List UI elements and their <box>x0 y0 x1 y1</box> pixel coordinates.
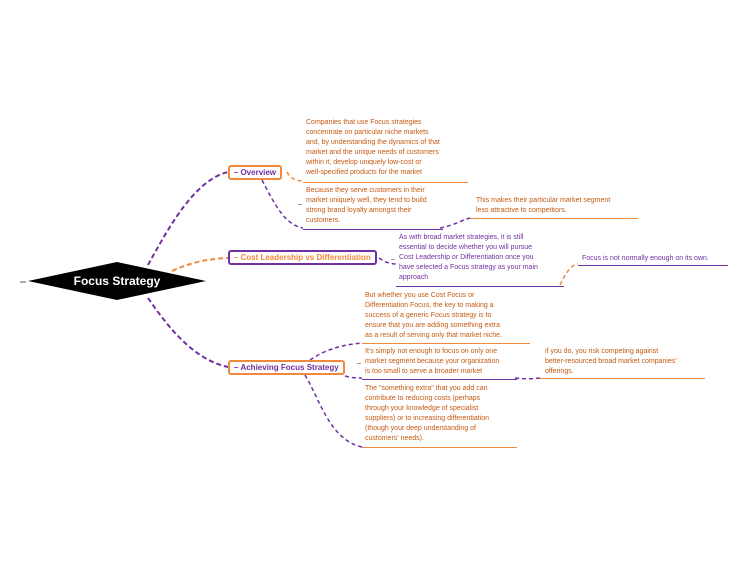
topic-cost-leadership[interactable]: –Cost Leadership vs Differentiation <box>228 250 377 265</box>
link-cost-subnote <box>559 263 579 286</box>
link-overview-note1 <box>286 171 304 182</box>
link-root-overview <box>147 171 229 266</box>
achieving-note-3[interactable]: The "something extra" that you add can c… <box>365 385 489 443</box>
link-root-cost-leadership <box>171 257 229 272</box>
overview-note-1-line <box>303 182 468 183</box>
link-overview-note2 <box>261 179 304 229</box>
overview-subnote-1-line <box>470 218 638 219</box>
achieving-note-3-line <box>362 447 517 448</box>
root-diamond[interactable] <box>28 262 206 300</box>
link-cost-note <box>378 257 397 265</box>
achieving-note-1-line <box>362 343 530 344</box>
achieving-note-2-line <box>362 379 517 380</box>
link-achieving-note3 <box>304 374 363 448</box>
cost-leadership-note-1-line <box>396 286 564 287</box>
link-note2-subnote <box>439 217 471 229</box>
overview-note-2[interactable]: Because they serve customers in their ma… <box>306 187 427 225</box>
cost-leadership-subnote-1-line <box>578 265 728 266</box>
link-achieving-subnote <box>514 377 541 380</box>
link-achieving-note1 <box>309 342 363 361</box>
topic-overview[interactable]: –Overview <box>228 165 283 180</box>
cost-leadership-note-1[interactable]: As with broad market strategies, it is s… <box>399 234 538 282</box>
achieving-note-1[interactable]: But whether you use Cost Focus or Differ… <box>365 292 502 340</box>
overview-note-1[interactable]: Companies that use Focus strategies conc… <box>306 119 440 177</box>
overview-note-2-collapse[interactable]: – <box>298 201 302 208</box>
cost-leadership-subnote-1[interactable]: Focus is not normally enough on its own. <box>582 255 709 262</box>
topic-achieving-focus[interactable]: –Achieving Focus Strategy <box>228 360 345 375</box>
root-topic[interactable]: Focus Strategy <box>73 274 161 288</box>
achieving-note-2[interactable]: It's simply not enough to focus on only … <box>365 348 500 376</box>
link-achieving-note2 <box>344 375 363 379</box>
overview-note-2-line <box>303 229 443 230</box>
overview-subnote-1[interactable]: This makes their particular market segme… <box>476 197 611 215</box>
link-root-achieving <box>147 297 229 368</box>
achieving-subnote-1-line <box>540 378 705 379</box>
achieving-note-2-collapse[interactable]: – <box>357 360 361 367</box>
achieving-subnote-1[interactable]: if you do, you risk competing against be… <box>545 348 677 376</box>
cost-note-collapse[interactable]: – <box>391 256 395 263</box>
